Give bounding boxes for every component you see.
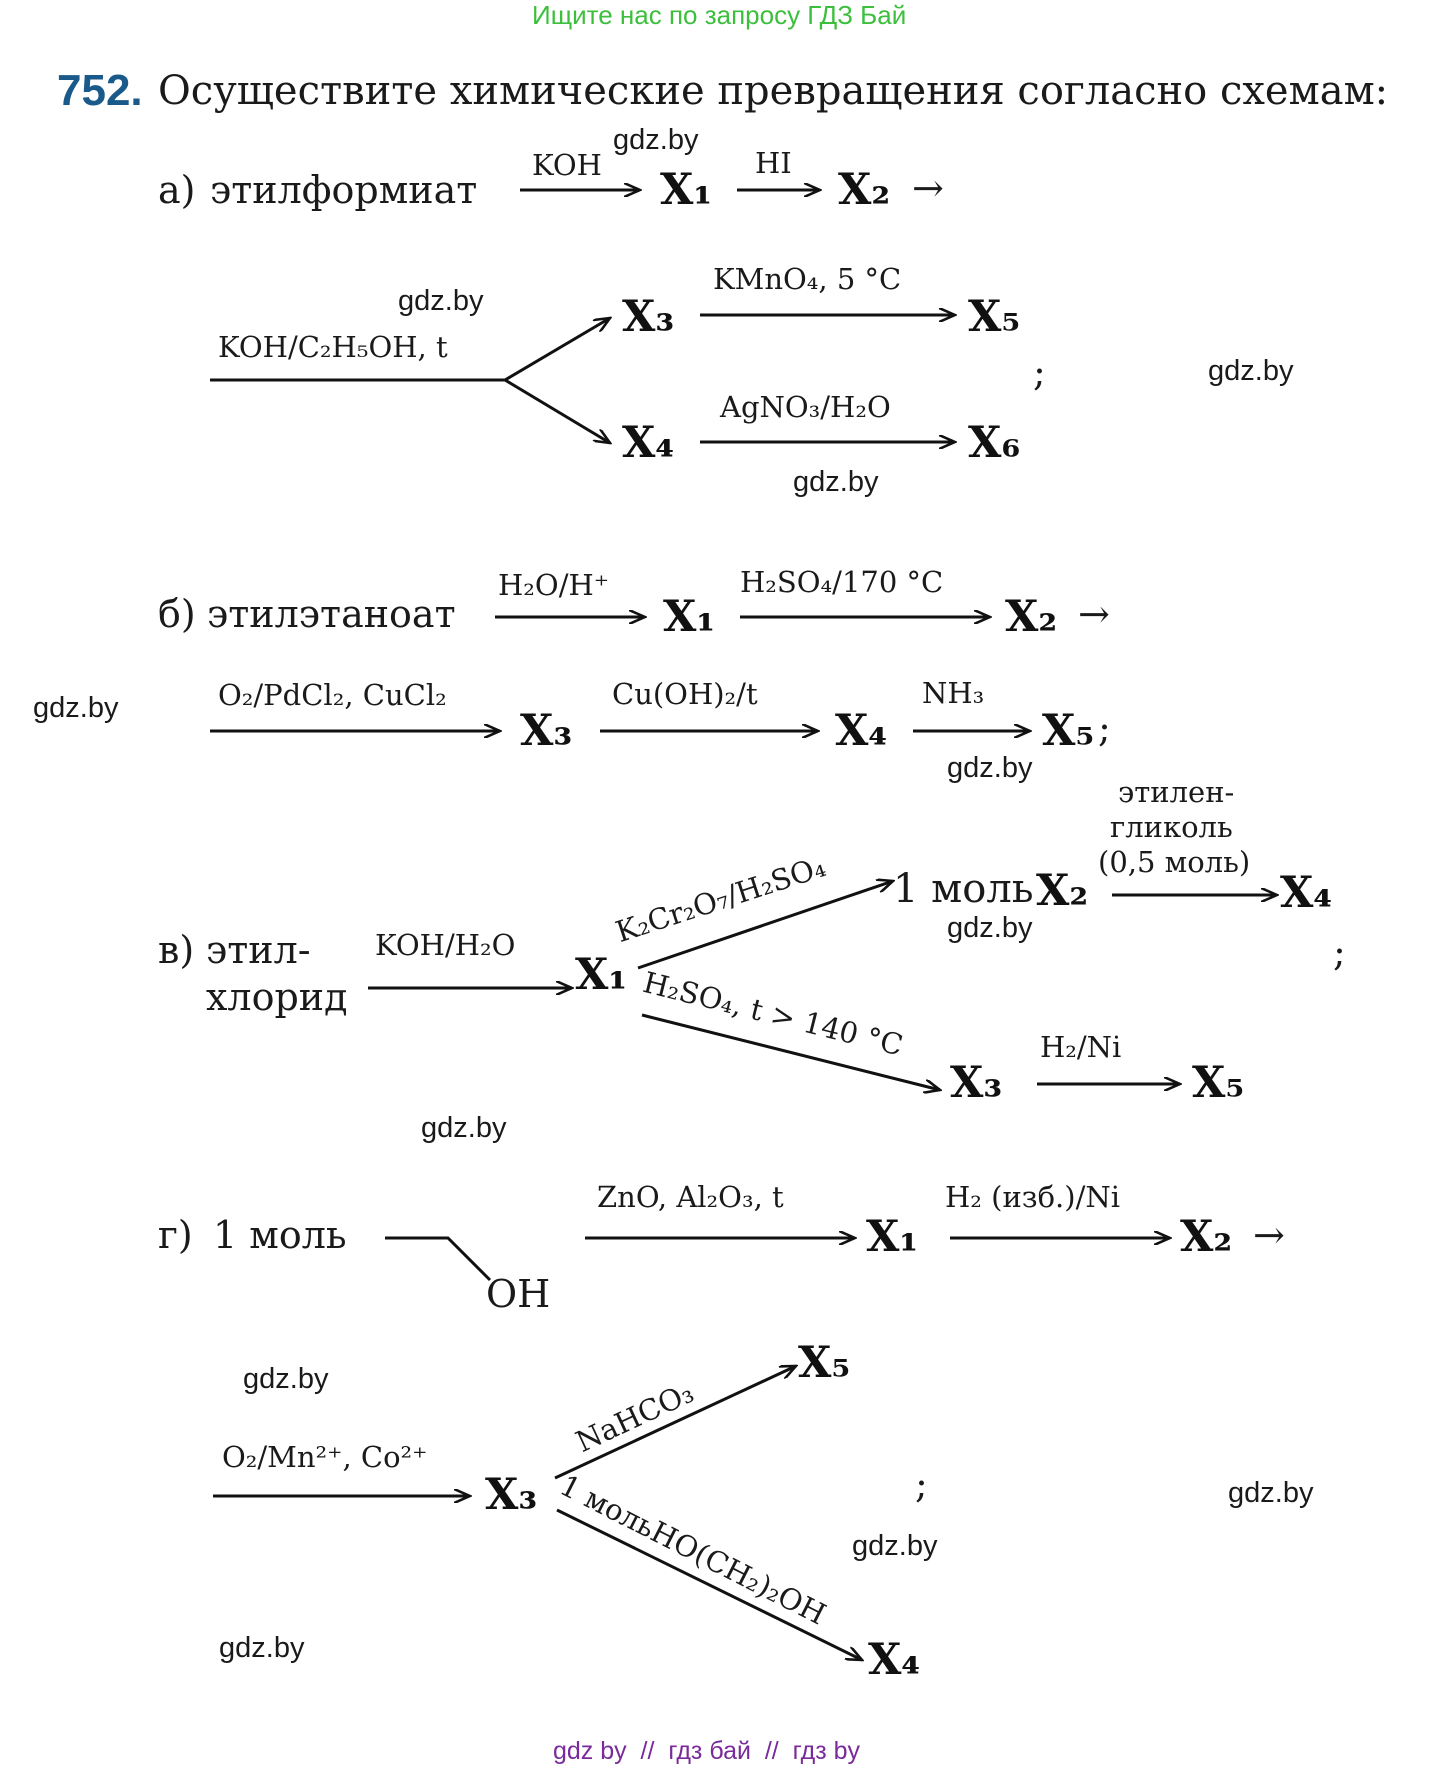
part-v-x1: X₁ xyxy=(575,950,628,1000)
part-g-x1: X₁ xyxy=(866,1212,919,1262)
part-b-x2: X₂ xyxy=(1005,592,1058,642)
arrow-g-down xyxy=(556,1508,862,1660)
arrow-g-up xyxy=(554,1366,796,1480)
part-a-start: этилформиат xyxy=(210,168,478,212)
part-a-reagent-1: KOH xyxy=(532,148,602,182)
watermark: gdz.by xyxy=(613,124,699,156)
part-a-x2: X₂ xyxy=(838,165,891,215)
part-g-x3: X₃ xyxy=(485,1470,538,1520)
part-v-x5: X₅ xyxy=(1192,1058,1245,1108)
task-number: 752. xyxy=(57,66,143,115)
watermark: gdz.by xyxy=(421,1112,507,1144)
part-a-reagent-3: KOH/C₂H₅OH, t xyxy=(218,330,448,364)
part-a-x6: X₆ xyxy=(968,418,1021,468)
part-a-reagent-2: HI xyxy=(755,146,792,180)
part-v-reagent-4-line1: этилен- xyxy=(1118,775,1235,809)
part-a-continue-arrow: → xyxy=(912,166,944,210)
part-a-reagent-4: KMnO₄, 5 °C xyxy=(713,262,902,296)
part-a-end: ; xyxy=(1033,350,1046,394)
arrow-v-up xyxy=(637,881,893,970)
propanol-skeleton xyxy=(385,1236,492,1282)
site-banner[interactable]: Ищите нас по запросу ГДЗ Бай xyxy=(532,0,907,30)
part-g-reagent-1: ZnO, Al₂O₃, t xyxy=(597,1180,784,1214)
part-v-start-line1: этил- xyxy=(206,928,311,972)
part-b-continue-arrow: → xyxy=(1078,592,1110,636)
watermark: gdz.by xyxy=(947,912,1033,944)
part-g-x5: X₅ xyxy=(798,1338,851,1388)
part-b-end: ; xyxy=(1098,706,1111,750)
arrow-v-down xyxy=(641,1013,940,1090)
watermark: gdz.by xyxy=(219,1632,305,1664)
part-g-reagent-2: H₂ (изб.)/Ni xyxy=(945,1180,1121,1214)
part-a-x3: X₃ xyxy=(622,292,675,342)
part-b-start: этилэтаноат xyxy=(207,592,456,636)
task-title: Осуществите химические превращения согла… xyxy=(158,68,1389,114)
part-v-start-line2: хлорид xyxy=(206,975,348,1019)
part-g-x2: X₂ xyxy=(1180,1212,1233,1262)
part-b-reagent-3: O₂/PdCl₂, CuCl₂ xyxy=(218,678,447,712)
part-v-x3: X₃ xyxy=(950,1058,1003,1108)
part-g-x4: X₄ xyxy=(868,1635,921,1685)
part-v-reagent-1: KOH/H₂O xyxy=(375,928,516,962)
part-v-mol: 1 моль xyxy=(893,866,1034,912)
watermark: gdz.by xyxy=(1208,355,1294,387)
part-v-x4: X₄ xyxy=(1280,868,1333,918)
part-g-oh: OH xyxy=(486,1272,551,1316)
part-v-reagent-4-line2: гликоль xyxy=(1110,810,1233,844)
part-b-x4: X₄ xyxy=(835,706,888,756)
part-a-x1: X₁ xyxy=(660,165,713,215)
part-b-x3: X₃ xyxy=(520,706,573,756)
part-b-letter: б) xyxy=(158,592,196,636)
watermark: gdz.by xyxy=(793,466,879,498)
part-g-mol: 1 моль xyxy=(213,1213,347,1257)
part-a-x4: X₄ xyxy=(622,418,675,468)
part-b-reagent-2: H₂SO₄/170 °C xyxy=(740,565,944,599)
part-v-end: ; xyxy=(1333,930,1346,974)
part-a-reagent-5: AgNO₃/H₂O xyxy=(720,390,891,424)
footer-links[interactable]: gdz by // гдз бай // гдз by xyxy=(553,1737,861,1765)
part-b-reagent-1: H₂O/H⁺ xyxy=(498,568,610,602)
part-v-letter: в) xyxy=(158,928,195,972)
part-b-x1: X₁ xyxy=(663,592,716,642)
watermark: gdz.by xyxy=(398,285,484,317)
part-b-reagent-5: NH₃ xyxy=(922,676,985,710)
part-b-x5: X₅ xyxy=(1042,706,1095,756)
watermark: gdz.by xyxy=(33,692,119,724)
watermark: gdz.by xyxy=(243,1363,329,1395)
part-g-reagent-3: O₂/Mn²⁺, Co²⁺ xyxy=(222,1440,428,1474)
watermark: gdz.by xyxy=(1228,1477,1314,1509)
part-b-reagent-4: Cu(OH)₂/t xyxy=(612,677,758,711)
watermark: gdz.by xyxy=(852,1530,938,1562)
part-g-continue-arrow: → xyxy=(1253,1213,1285,1257)
part-g-end: ; xyxy=(915,1462,928,1506)
part-v-reagent-5: H₂/Ni xyxy=(1040,1030,1122,1064)
part-g-letter: г) xyxy=(158,1213,193,1257)
arrow-a-down xyxy=(504,378,610,443)
part-v-reagent-4-line3: (0,5 моль) xyxy=(1098,845,1251,879)
part-v-x2: X₂ xyxy=(1036,866,1089,916)
part-a-x5: X₅ xyxy=(968,292,1021,342)
part-a-letter: а) xyxy=(158,168,196,212)
arrow-a-up xyxy=(504,318,610,382)
watermark: gdz.by xyxy=(947,752,1033,784)
